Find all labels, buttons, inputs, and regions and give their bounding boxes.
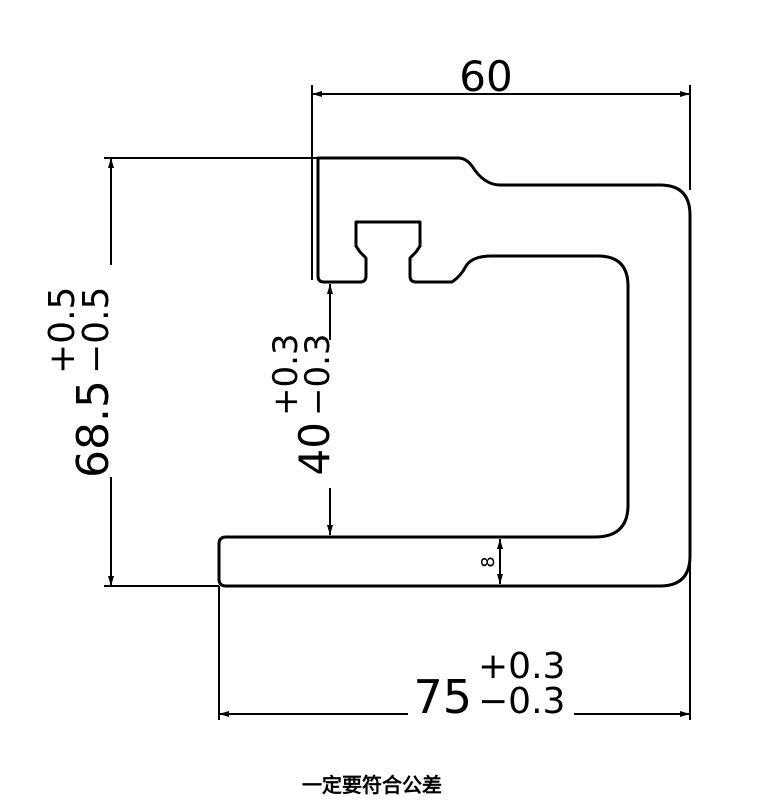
overall-height-upper-tol: +0.5 <box>42 287 83 374</box>
overall-height-nominal: 68.5 <box>68 380 119 478</box>
thickness-dimension: 8 <box>478 539 503 584</box>
overall-width-lower-tol: −0.3 <box>478 681 565 722</box>
width-60-label: 60 <box>459 52 512 101</box>
overall-width-nominal: 75 <box>413 670 472 724</box>
overall-height-dimension: 68.5 +0.5 −0.5 <box>42 157 318 587</box>
inner-height-nominal: 40 <box>290 422 339 475</box>
thickness-label: 8 <box>478 556 499 567</box>
profile-outline <box>217 156 692 588</box>
tolerance-note: 一定要符合公差 <box>302 773 442 797</box>
overall-height-lower-tol: −0.5 <box>76 287 117 374</box>
inner-height-upper-tol: +0.3 <box>266 333 306 416</box>
overall-width-dimension: 75 +0.3 −0.3 <box>218 556 691 724</box>
overall-width-upper-tol: +0.3 <box>478 646 565 687</box>
width-60-dimension: 60 <box>311 52 691 280</box>
inner-height-lower-tol: −0.3 <box>298 333 338 416</box>
inner-height-dimension: 40 +0.3 −0.3 <box>266 284 339 535</box>
